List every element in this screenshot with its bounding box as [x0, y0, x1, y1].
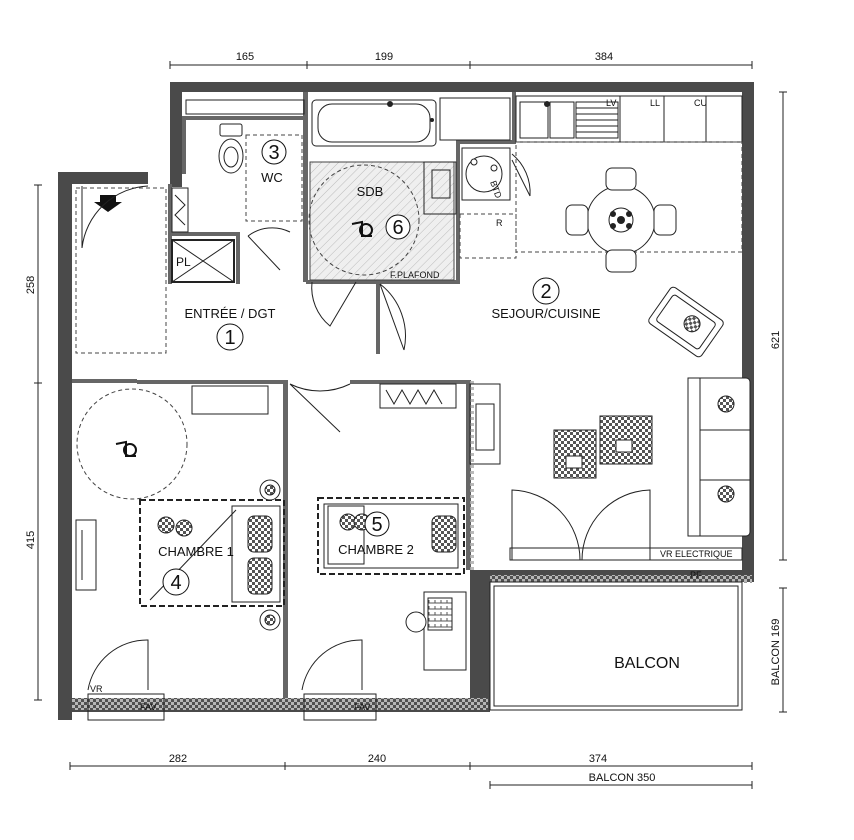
- chambre1-label: CHAMBRE 1: [158, 544, 234, 559]
- kitchen-counter: LV LL CU R: [459, 95, 743, 259]
- wheelchair-icon: [351, 220, 373, 237]
- top-storage: [439, 97, 511, 141]
- entree-room: ENTRÉE / DGT 1: [184, 283, 406, 351]
- wc-number: 3: [268, 142, 279, 164]
- pf-label: PF: [690, 570, 702, 580]
- entree-number: 1: [224, 327, 235, 349]
- closet: [171, 187, 189, 233]
- chambre1-number: 4: [170, 572, 181, 594]
- balcon-label: BALCON: [614, 655, 680, 672]
- dim-balcony-right: BALCON 169: [770, 619, 782, 686]
- entrance-arrow-icon: [94, 195, 122, 212]
- vr-label-1: VR: [90, 684, 103, 694]
- wc-room: 3 WC: [185, 99, 305, 271]
- dimension-top: 165 199 384: [169, 51, 753, 69]
- balcony: BALCON: [489, 581, 743, 711]
- r-label: R: [496, 218, 503, 228]
- coffee-tables: [553, 415, 653, 479]
- chambre2-room: 5 CHAMBRE 2 FAV: [289, 383, 501, 721]
- ll-label: LL: [650, 98, 660, 108]
- dim-bottom-balcony: BALCON 350: [589, 772, 656, 784]
- dimension-right: 621 BALCON 169: [770, 91, 787, 713]
- chambre1-room: CHAMBRE 1 4 VR FAV: [75, 385, 285, 721]
- dimension-left: 258 415: [25, 184, 42, 701]
- sejour-label: SEJOUR/CUISINE: [491, 306, 600, 321]
- chambre2-number: 5: [371, 514, 382, 536]
- flower-icon: [610, 211, 632, 229]
- vr-electrique-label: VR ELECTRIQUE: [660, 549, 733, 559]
- sejour-room: 2 SEJOUR/CUISINE: [491, 277, 601, 321]
- pl-label: PL: [176, 255, 191, 269]
- entree-label: ENTRÉE / DGT: [184, 306, 275, 321]
- sdb-number: 6: [392, 217, 403, 239]
- sejour-number: 2: [540, 281, 551, 303]
- dimension-bottom: 282 240 374 BALCON 350: [69, 753, 753, 789]
- french-doors: VR ELECTRIQUE PF: [509, 489, 743, 580]
- wc-label: WC: [261, 170, 283, 185]
- pl-cupboard: PL: [171, 239, 235, 283]
- fav-label-1: FAV: [140, 702, 156, 712]
- entrance-area: [75, 185, 167, 354]
- cooktop: [575, 101, 619, 139]
- dim-left-bottom: 415: [25, 531, 37, 549]
- sofa: [687, 377, 751, 537]
- sdb-room: SDB F.PLAFOND 6: [308, 99, 457, 327]
- fav-label-2: FAV: [354, 702, 370, 712]
- cu-label: CU: [694, 98, 707, 108]
- walls: [58, 82, 754, 720]
- dim-top-2: 199: [375, 51, 393, 63]
- dining-table: [565, 167, 677, 273]
- sdb-label: SDB: [357, 184, 384, 199]
- dim-right: 621: [770, 331, 782, 349]
- dim-left-top: 258: [25, 276, 37, 294]
- dim-bottom-2: 240: [368, 753, 386, 765]
- dim-bottom-1: 282: [169, 753, 187, 765]
- fplafond-label: F.PLAFOND: [390, 270, 440, 280]
- dim-top-1: 165: [236, 51, 254, 63]
- dim-top-3: 384: [595, 51, 613, 63]
- lv-label: LV: [606, 98, 616, 108]
- dim-bottom-3: 374: [589, 753, 607, 765]
- wheelchair-icon: [115, 440, 137, 457]
- btd-heater: BTD: [461, 147, 531, 201]
- armchair: [648, 286, 724, 358]
- chambre2-label: CHAMBRE 2: [338, 542, 414, 557]
